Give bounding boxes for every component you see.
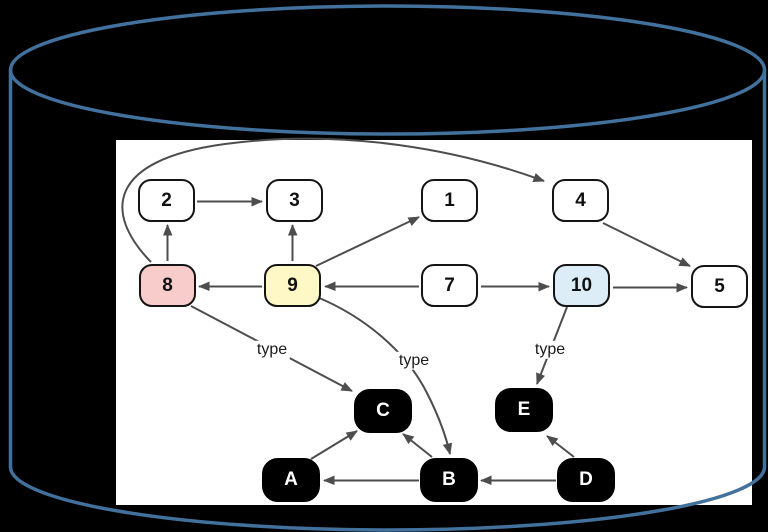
node-8-label: 8	[162, 274, 173, 296]
node-7-label: 7	[444, 274, 455, 296]
node-5: 5	[691, 265, 748, 308]
node-A: A	[262, 458, 320, 502]
node-9: 9	[264, 264, 321, 307]
edge-label-type-10E: type	[531, 340, 569, 360]
node-3-label: 3	[289, 189, 300, 211]
node-A-label: A	[284, 469, 298, 490]
node-4-label: 4	[575, 189, 586, 211]
node-D: D	[557, 458, 615, 502]
node-1-label: 1	[444, 189, 455, 211]
node-10-label: 10	[570, 274, 593, 296]
node-E-label: E	[517, 399, 531, 420]
node-B-label: B	[442, 469, 456, 490]
node-8: 8	[139, 264, 196, 307]
node-7: 7	[421, 264, 478, 307]
edge-label-type-8C: type	[253, 340, 291, 360]
node-1: 1	[421, 179, 478, 222]
node-D-label: D	[579, 469, 593, 490]
node-E: E	[495, 388, 553, 432]
node-C: C	[354, 389, 412, 433]
node-4: 4	[552, 179, 609, 222]
node-2-label: 2	[161, 189, 172, 211]
node-5-label: 5	[714, 275, 725, 297]
node-3: 3	[266, 179, 323, 222]
edge-label-type-9B: type	[395, 351, 433, 371]
cylinder-top-ellipse	[8, 4, 767, 136]
node-9-label: 9	[287, 274, 298, 296]
node-2: 2	[138, 179, 195, 222]
node-C-label: C	[376, 400, 390, 421]
node-B: B	[420, 458, 478, 502]
node-10: 10	[553, 264, 610, 307]
